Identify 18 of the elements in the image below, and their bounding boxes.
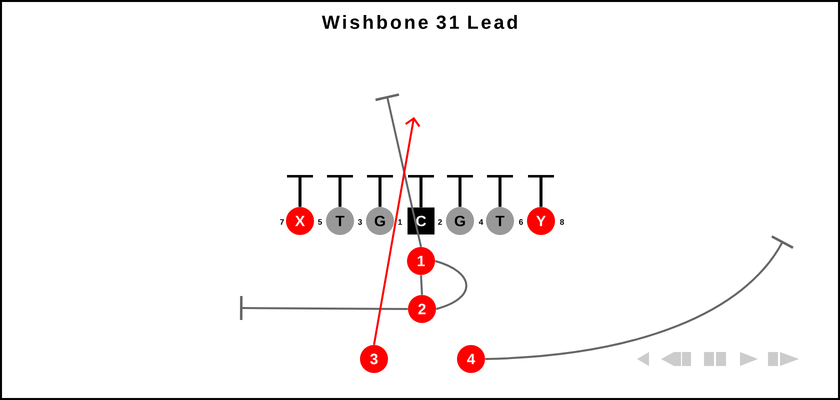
block-line — [287, 175, 313, 207]
title: Wishbone 31 Lead — [322, 15, 517, 29]
block-line — [447, 175, 473, 207]
gap-number: 2 — [438, 219, 442, 225]
block-line — [327, 175, 353, 207]
route-arrow — [373, 117, 420, 345]
block-line — [528, 175, 554, 207]
route-line — [240, 260, 468, 320]
block-line — [408, 175, 434, 208]
block-line — [367, 175, 393, 207]
route-line — [375, 93, 423, 296]
gap-number: 3 — [358, 219, 362, 225]
gap-number: 1 — [398, 219, 402, 225]
gap-number: 5 — [318, 219, 322, 225]
block-line — [487, 175, 513, 207]
gap-number: 4 — [478, 219, 484, 225]
gap-number: 6 — [519, 219, 523, 225]
center-square: C — [408, 208, 434, 234]
